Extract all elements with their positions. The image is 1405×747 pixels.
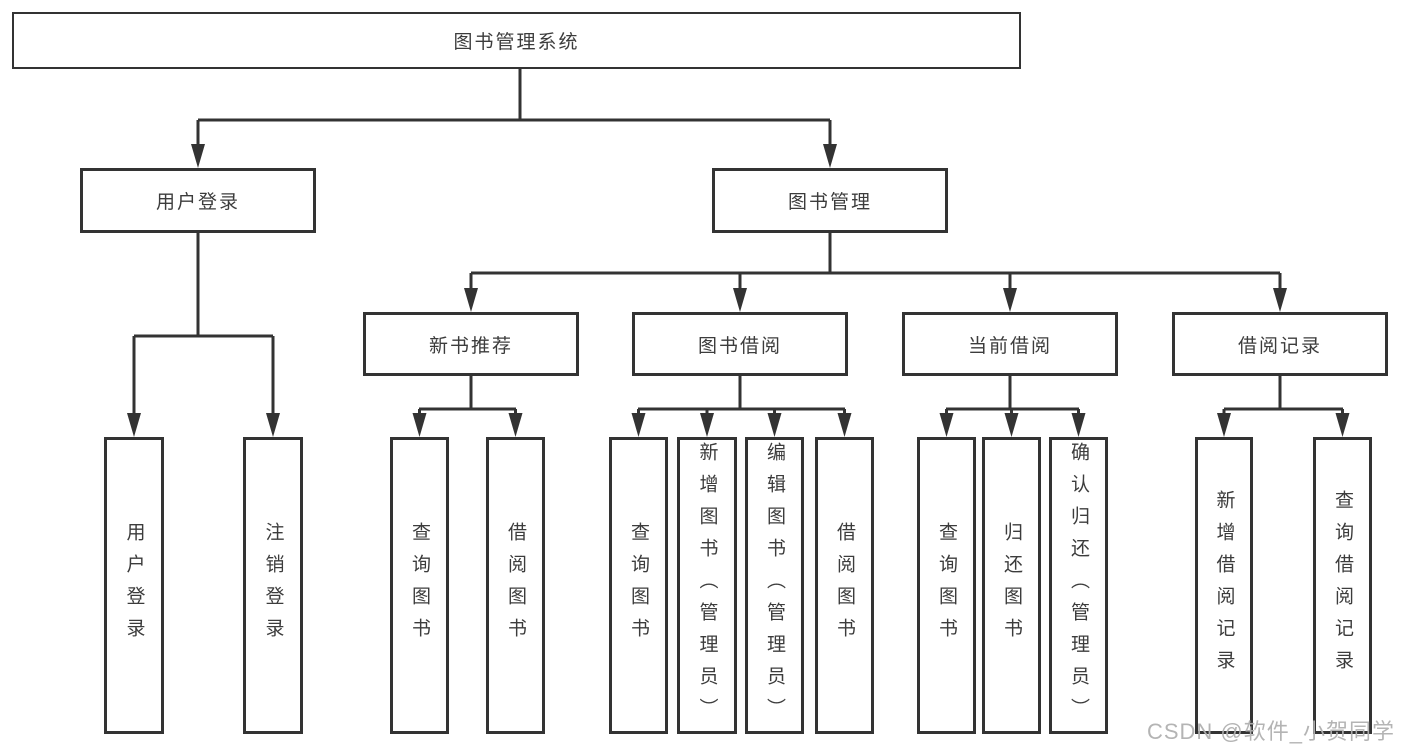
leaf-logout: 注销登录	[243, 437, 303, 734]
leaf-query-borrow-record: 查询借阅记录	[1313, 437, 1372, 734]
node-label: 借阅图书	[505, 521, 526, 650]
node-label: 用户登录	[155, 192, 240, 213]
node-label: 查询图书	[628, 521, 649, 650]
leaf-user-login: 用户登录	[104, 437, 164, 734]
leaf-edit-books-admin: 编辑图书（管理员）	[745, 437, 804, 734]
leaf-borrow-books-2: 借阅图书	[815, 437, 874, 734]
node-label: 归还图书	[1001, 521, 1022, 650]
node-label: 注销登录	[262, 521, 284, 650]
node-label: 查询图书	[409, 521, 430, 650]
node-label: 当前借阅	[967, 335, 1052, 357]
node-book-borrowing: 图书借阅	[632, 312, 848, 376]
leaf-query-books-3: 查询图书	[917, 437, 976, 734]
node-label: 查询图书	[936, 521, 957, 650]
leaf-borrow-books-1: 借阅图书	[486, 437, 545, 734]
leaf-confirm-return-admin: 确认归还（管理员）	[1049, 437, 1108, 734]
node-label: 查询借阅记录	[1332, 489, 1353, 682]
node-book-management: 图书管理	[712, 168, 948, 233]
node-current-borrowing: 当前借阅	[902, 312, 1118, 376]
node-label: 图书管理	[787, 192, 872, 213]
leaf-add-books-admin: 新增图书（管理员）	[677, 437, 737, 734]
node-label: 新书推荐	[428, 335, 513, 357]
arrowhead-icons	[127, 144, 1350, 437]
node-label: 新增借阅记录	[1213, 489, 1235, 682]
node-library-management-system: 图书管理系统	[12, 12, 1021, 69]
leaf-query-books-1: 查询图书	[390, 437, 449, 734]
node-label: 新增图书（管理员）	[696, 441, 718, 730]
node-label: 借阅图书	[834, 521, 855, 650]
leaf-query-books-2: 查询图书	[609, 437, 668, 734]
leaf-return-books: 归还图书	[982, 437, 1041, 734]
csdn-watermark: CSDN @软件_小贺同学	[1146, 719, 1395, 744]
node-label: 图书管理系统	[453, 32, 580, 53]
node-borrowing-records: 借阅记录	[1172, 312, 1388, 376]
node-label: 借阅记录	[1237, 335, 1322, 357]
node-new-book-recommend: 新书推荐	[363, 312, 579, 376]
leaf-add-borrow-record: 新增借阅记录	[1195, 437, 1253, 734]
node-label: 编辑图书（管理员）	[764, 441, 785, 730]
node-label: 图书借阅	[697, 335, 782, 357]
node-user-login: 用户登录	[80, 168, 316, 233]
node-label: 确认归还（管理员）	[1068, 441, 1089, 730]
node-label: 用户登录	[123, 521, 145, 650]
